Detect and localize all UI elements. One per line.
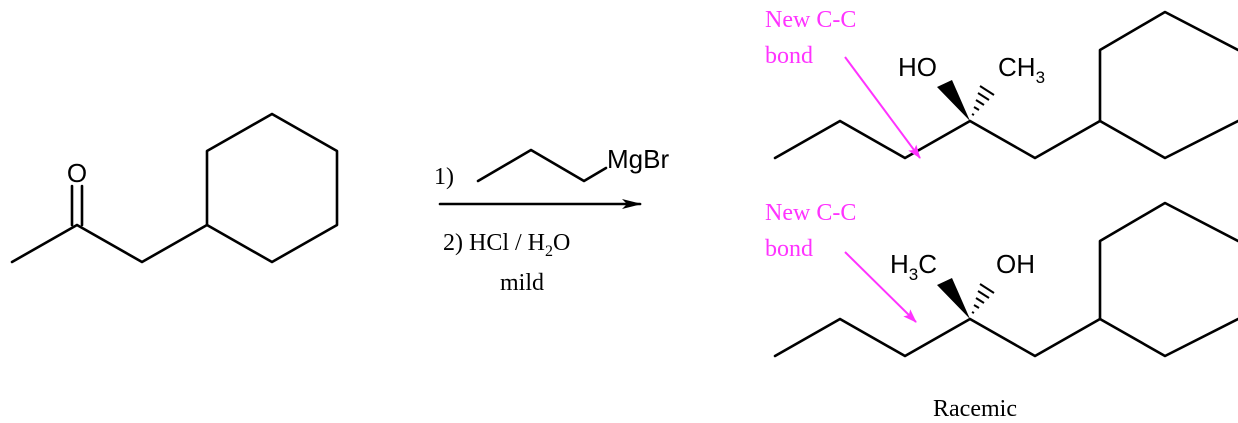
product-bottom-methyl-label: H3C (890, 249, 937, 284)
product-top-hydroxyl-label: HO (898, 52, 937, 82)
starting-material-skeleton (10, 112, 339, 264)
product-top-hashed-bond (971, 85, 995, 116)
product-bottom-hydroxyl-label: OH (996, 249, 1035, 279)
product-top-methyl-label: CH3 (998, 52, 1045, 87)
carbonyl-oxygen-label: O (67, 158, 87, 188)
product-bottom-annotation-line2: bond (765, 236, 813, 262)
product-bottom: H3C OH New C-C bond (765, 200, 1238, 358)
product-bottom-wedge-bond (937, 278, 970, 319)
condition-label: mild (500, 270, 544, 296)
product-bottom-skeleton (773, 201, 1238, 358)
product-top-wedge-bond (937, 80, 970, 121)
step1-label: 1) (434, 164, 454, 190)
propyl-chain (476, 148, 608, 183)
product-top-annotation-arrow (844, 56, 921, 159)
step2-label: 2) HCl / H2O (443, 230, 570, 260)
product-top-skeleton (773, 10, 1238, 160)
product-bottom-hashed-bond (971, 283, 995, 314)
reaction-conditions: 1) MgBr 2) HCl / H2O mild (434, 144, 669, 296)
product-bottom-annotation-line1: New C-C (765, 200, 856, 226)
racemic-label: Racemic (933, 396, 1017, 422)
grignard-group-label: MgBr (607, 144, 669, 174)
product-bottom-annotation-arrow (844, 251, 917, 323)
starting-material: O (10, 112, 339, 264)
product-top-annotation: New C-C bond (765, 7, 921, 159)
product-top-annotation-line1: New C-C (765, 7, 856, 33)
product-top: HO CH3 New C-C bond (765, 7, 1238, 160)
product-bottom-annotation: New C-C bond (765, 200, 917, 323)
product-top-annotation-line2: bond (765, 43, 813, 69)
